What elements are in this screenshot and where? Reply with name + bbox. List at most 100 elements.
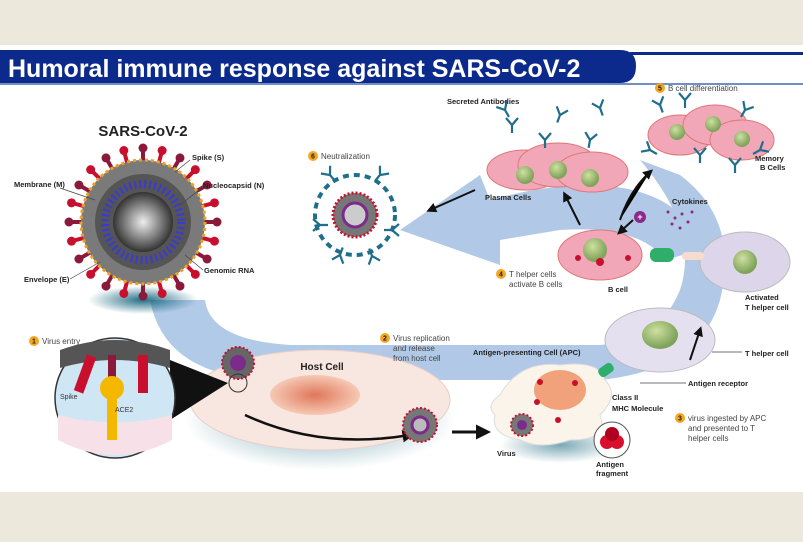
mhc-label-2: MHC Molecule: [612, 404, 663, 413]
spike-head-icon: [67, 236, 77, 246]
cytokines: [666, 210, 694, 230]
spike-head-icon: [119, 288, 129, 298]
antigen-receptor-label: Antigen receptor: [688, 379, 748, 388]
mhc-label-1: Class II: [612, 393, 638, 402]
antibody-icon: [651, 95, 665, 113]
antibody-icon: [538, 132, 552, 148]
step-badge: [29, 336, 39, 346]
antibody-icon: [740, 100, 755, 118]
antibody-icon: [728, 157, 742, 173]
antibody-icon: [331, 247, 345, 265]
released-virus: [402, 407, 491, 443]
virus-label: Virus: [497, 449, 516, 458]
antibody-icon: [678, 92, 692, 108]
step-number: 2: [383, 336, 387, 343]
spike-head-icon: [74, 180, 84, 190]
spike-head-icon: [138, 291, 148, 301]
antibody-icon: [384, 223, 400, 237]
step-text: Virus entry: [42, 337, 80, 346]
step-number: 3: [678, 416, 682, 423]
spike-head-icon: [74, 254, 84, 264]
host-cell-label: Host Cell: [300, 362, 344, 373]
antibody-icon: [555, 105, 569, 123]
cytokines-label: Cytokines: [672, 197, 708, 206]
activated-t-helper-label-1: Activated: [745, 293, 779, 302]
spike-label: Spike (S): [192, 153, 225, 162]
plasma-cells-label: Plasma Cells: [485, 193, 531, 202]
spike-head-icon: [190, 165, 200, 175]
b-cell-label: B cell: [608, 285, 628, 294]
antibody-icon: [584, 131, 598, 149]
spike-head-icon: [86, 165, 96, 175]
step-text: virus ingested by APC: [688, 414, 766, 423]
step-badge: [380, 333, 390, 343]
spike-head-icon: [138, 143, 148, 153]
spike-head-icon: [190, 269, 200, 279]
virus-title: SARS-CoV-2: [98, 123, 187, 140]
step-badge: [655, 83, 665, 93]
step-badge: [308, 151, 318, 161]
step-text: Neutralization: [321, 152, 370, 161]
step-number: 6: [311, 154, 315, 161]
spike-head-icon: [86, 269, 96, 279]
membrane-label: Membrane (M): [14, 180, 65, 189]
step-number: 4: [499, 272, 503, 279]
spike-head-icon: [67, 198, 77, 208]
antigen-presenting-cell: Antigen-presenting Cell (APC) Virus Anti…: [473, 348, 748, 478]
t-helper-cell: T helper cell: [604, 307, 789, 373]
antibody-icon: [495, 100, 510, 118]
step-badge: [675, 413, 685, 423]
sars-cov-2-virus: SARS-CoV-2 Membrane (M) Spike (S) Nucleo…: [14, 123, 265, 314]
antibody-icon: [752, 140, 770, 155]
page-title: Humoral immune response against SARS-CoV…: [8, 55, 580, 83]
nucleocapsid-label: Nucleocapsid (N): [203, 181, 265, 190]
activated-t-helper-cell: Activated T helper cell: [650, 231, 791, 312]
virus-entry-inset: Spike ACE2: [54, 337, 228, 459]
antibody-icon: [367, 248, 381, 266]
step-text: from host cell: [393, 354, 441, 363]
antigen-fragment-label-2: fragment: [596, 469, 629, 478]
step-text: T helper cells: [509, 270, 556, 279]
inset-spike-label: Spike: [60, 394, 78, 401]
spike-head-icon: [202, 180, 212, 190]
spike-head-icon: [175, 153, 185, 163]
plus-icon: +: [637, 212, 642, 222]
apc-label: Antigen-presenting Cell (APC): [473, 348, 581, 357]
plasma-cells: Plasma Cells Secreted Antibodies: [447, 97, 629, 202]
step-text: and presented to T: [688, 424, 755, 433]
spike-head-icon: [119, 146, 129, 156]
envelope-label: Envelope (E): [24, 275, 70, 284]
b-cell: B cell + Cytokines: [426, 169, 708, 361]
memory-b-cells-label-2: B Cells: [760, 163, 785, 172]
step-text: and release: [393, 344, 435, 353]
antibody-icon: [374, 165, 390, 182]
step-text: activate B cells: [509, 280, 562, 289]
step-text: helper cells: [688, 434, 728, 443]
neutralized-virus: [313, 173, 397, 257]
spike-head-icon: [202, 254, 212, 264]
memory-b-cells-label-1: Memory: [755, 154, 785, 163]
step-number: 5: [658, 86, 662, 93]
genomic-rna-label: Genomic RNA: [204, 266, 255, 275]
spike-head-icon: [175, 281, 185, 291]
antibody-icon: [693, 147, 707, 163]
spike-head-icon: [101, 153, 111, 163]
spike-head-icon: [209, 236, 219, 246]
spike-head-icon: [209, 198, 219, 208]
step-badge: [496, 269, 506, 279]
activated-t-helper-label-2: T helper cell: [745, 303, 789, 312]
antibody-icon: [591, 98, 605, 116]
antigen-fragment-label-1: Antigen: [596, 460, 624, 469]
antibody-icon: [505, 117, 519, 133]
spike-head-icon: [64, 217, 74, 227]
host-cell: Host Cell: [185, 346, 455, 470]
step-6: 6 Neutralization: [308, 151, 370, 161]
spike-head-icon: [157, 146, 167, 156]
